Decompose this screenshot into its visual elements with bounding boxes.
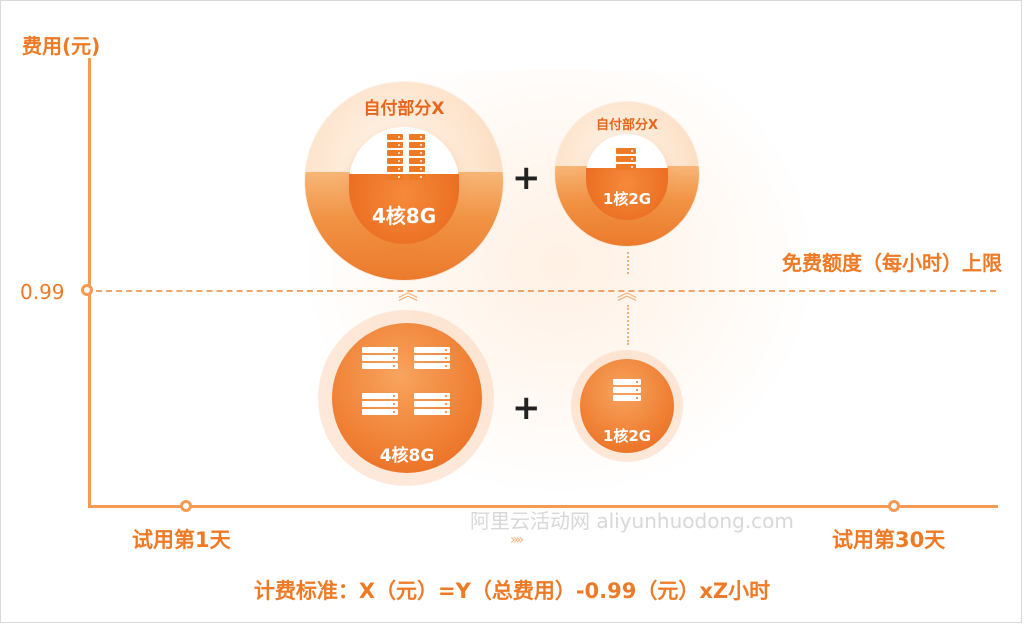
server-icon: [362, 393, 398, 417]
spec-label: 1核2G: [602, 190, 652, 208]
plus-sign: +: [512, 158, 541, 198]
top-large-bubble: 自付部分X 4核8G: [305, 82, 503, 280]
up-arrow-icon: ︽: [398, 280, 418, 304]
y-tick-label: 0.99: [20, 280, 65, 304]
x-start-dot: [180, 500, 192, 512]
server-icon: [616, 148, 636, 172]
y-axis-title: 费用(元): [22, 34, 101, 58]
plus-sign: +: [512, 388, 541, 428]
x-axis: [88, 505, 998, 508]
watermark: 阿里云活动网 aliyunhuodong.com: [470, 509, 794, 533]
server-icon: [414, 393, 450, 417]
free-quota-limit-line: [96, 290, 996, 292]
spec-label: 4核8G: [379, 446, 435, 466]
server-icon: [409, 158, 425, 182]
server-icon: [414, 347, 450, 371]
spec-label: 1核2G: [602, 427, 652, 445]
server-icon: [613, 379, 641, 403]
x-end-label: 试用第30天: [832, 528, 946, 552]
y-tick-dot: [81, 284, 93, 296]
self-pay-label: 自付部分X: [595, 118, 659, 133]
server-icon: [362, 347, 398, 371]
server-icon: [387, 134, 403, 158]
connector-line: [627, 252, 629, 274]
x-end-dot: [888, 500, 900, 512]
x-start-label: 试用第1天: [132, 528, 231, 552]
y-axis: [88, 58, 91, 508]
self-pay-label: 自付部分X: [363, 99, 445, 119]
billing-formula: 计费标准：X（元）=Y（总费用）-0.99（元）xZ小时: [253, 579, 771, 603]
up-arrow-icon: ︽: [617, 280, 637, 304]
connector-line: [627, 305, 629, 345]
server-icon: [387, 158, 403, 182]
limit-label: 免费额度（每小时）上限: [782, 251, 1002, 275]
bottom-large-circle: 4核8G: [332, 323, 482, 473]
server-icon: [409, 134, 425, 158]
right-arrow-icon: »»: [510, 532, 524, 548]
top-small-bubble: 自付部分X 1核2G: [555, 102, 699, 246]
spec-label: 4核8G: [371, 204, 437, 228]
bottom-small-circle: 1核2G: [580, 359, 674, 453]
